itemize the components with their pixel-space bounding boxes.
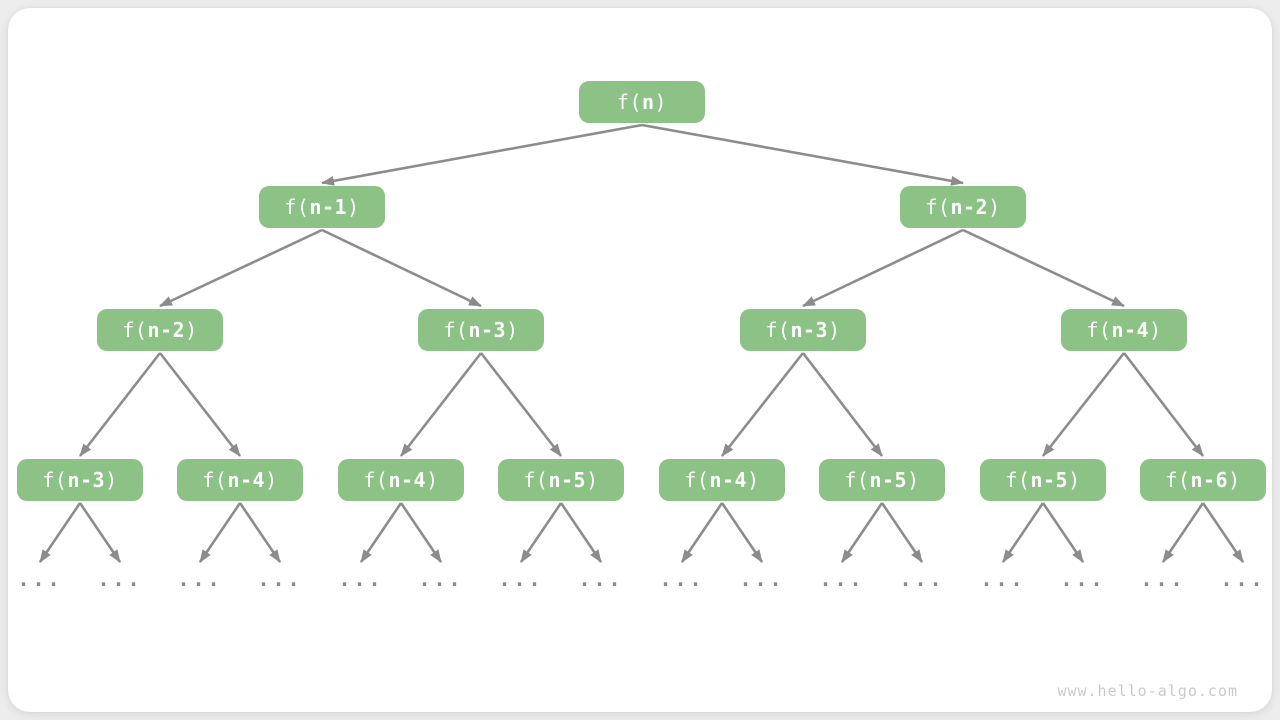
tree-node: f(n-2) (97, 309, 223, 351)
node-label-suffix: ) (1149, 318, 1162, 342)
node-label-prefix: f( (684, 468, 710, 492)
ellipsis-leaf: ... (819, 567, 865, 591)
node-label-prefix: f( (122, 318, 148, 342)
node-label-prefix: f( (42, 468, 68, 492)
node-label-prefix: f( (443, 318, 469, 342)
node-label-suffix: ) (988, 195, 1001, 219)
ellipsis-leaf: ... (1060, 567, 1106, 591)
node-label-arg: n-1 (309, 195, 348, 219)
node-label-suffix: ) (654, 90, 668, 114)
node-label-suffix: ) (747, 468, 760, 492)
node-label-prefix: f( (284, 195, 310, 219)
node-label-arg: n-3 (67, 468, 106, 492)
tree-node: f(n-1) (259, 186, 385, 228)
node-label-prefix: f( (363, 468, 389, 492)
ellipsis-leaf: ... (97, 567, 143, 591)
ellipsis-leaf: ... (980, 567, 1026, 591)
node-label-arg: n-2 (950, 195, 989, 219)
node-label-prefix: f( (523, 468, 549, 492)
tree-node: f(n-4) (338, 459, 464, 501)
node-label-arg: n-3 (468, 318, 507, 342)
tree-node: f(n-4) (177, 459, 303, 501)
ellipsis-leaf: ... (899, 567, 945, 591)
tree-node: f(n-3) (740, 309, 866, 351)
tree-node: f(n-6) (1140, 459, 1266, 501)
node-label-arg: n (642, 90, 655, 114)
tree-node: f(n) (579, 81, 705, 123)
node-label-arg: n-3 (790, 318, 829, 342)
tree-node: f(n-5) (819, 459, 945, 501)
node-label-arg: n-6 (1190, 468, 1229, 492)
ellipsis-leaf: ... (1140, 567, 1186, 591)
node-label-prefix: f( (1086, 318, 1112, 342)
ellipsis-leaf: ... (418, 567, 464, 591)
node-label-prefix: f( (765, 318, 791, 342)
ellipsis-leaf: ... (578, 567, 624, 591)
node-label-arg: n-4 (709, 468, 748, 492)
node-label-suffix: ) (586, 468, 599, 492)
node-label-suffix: ) (105, 468, 118, 492)
node-label-suffix: ) (347, 195, 360, 219)
tree-node: f(n-3) (17, 459, 143, 501)
node-label-prefix: f( (202, 468, 228, 492)
tree-node: f(n-3) (418, 309, 544, 351)
ellipsis-leaf: ... (257, 567, 303, 591)
ellipsis-leaf: ... (498, 567, 544, 591)
node-label-suffix: ) (265, 468, 278, 492)
node-label-prefix: f( (1165, 468, 1191, 492)
tree-node: f(n-5) (980, 459, 1106, 501)
ellipsis-leaf: ... (177, 567, 223, 591)
node-label-suffix: ) (185, 318, 198, 342)
tree-node: f(n-5) (498, 459, 624, 501)
node-label-prefix: f( (616, 90, 642, 114)
tree-node: f(n-4) (659, 459, 785, 501)
node-label-arg: n-4 (227, 468, 266, 492)
node-label-arg: n-4 (388, 468, 427, 492)
tree-node: f(n-4) (1061, 309, 1187, 351)
node-label-arg: n-2 (147, 318, 186, 342)
node-label-prefix: f( (925, 195, 951, 219)
node-label-prefix: f( (844, 468, 870, 492)
ellipsis-leaf: ... (659, 567, 705, 591)
node-label-suffix: ) (1068, 468, 1081, 492)
tree-node: f(n-2) (900, 186, 1026, 228)
node-label-arg: n-4 (1111, 318, 1150, 342)
ellipsis-leaf: ... (1220, 567, 1266, 591)
node-label-suffix: ) (907, 468, 920, 492)
watermark: www.hello-algo.com (1057, 682, 1238, 700)
node-label-arg: n-5 (548, 468, 587, 492)
node-label-suffix: ) (828, 318, 841, 342)
node-label-suffix: ) (506, 318, 519, 342)
ellipsis-leaf: ... (17, 567, 63, 591)
node-label-arg: n-5 (869, 468, 908, 492)
ellipsis-leaf: ... (739, 567, 785, 591)
node-label-suffix: ) (1228, 468, 1241, 492)
node-label-suffix: ) (426, 468, 439, 492)
node-label-arg: n-5 (1030, 468, 1069, 492)
node-label-prefix: f( (1005, 468, 1031, 492)
ellipsis-leaf: ... (338, 567, 384, 591)
